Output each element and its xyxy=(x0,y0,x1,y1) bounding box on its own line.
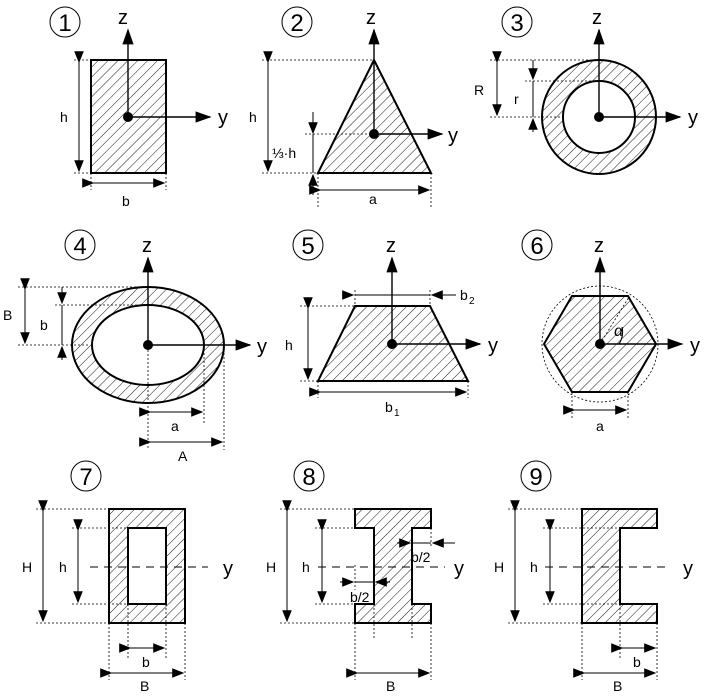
shape-number-circle xyxy=(49,6,81,38)
shape-number-circle xyxy=(64,229,96,261)
shape-number-circle xyxy=(501,6,533,38)
b1-label: b xyxy=(385,399,393,415)
z-axis-label: z xyxy=(366,7,376,29)
y-axis-label: y xyxy=(454,558,464,580)
R-label: R xyxy=(474,82,484,98)
B-label: B xyxy=(140,678,149,694)
i-section xyxy=(354,508,432,624)
h-label: h xyxy=(285,337,293,353)
b-label: b xyxy=(40,317,48,333)
shape-6-hexagon: 6 z y α a xyxy=(521,229,700,434)
h-label: h xyxy=(249,109,257,125)
h-label: h xyxy=(530,559,538,575)
shape-1-rectangle: 1 z y h b xyxy=(49,6,228,209)
z-axis-label: z xyxy=(118,7,128,29)
shape-2-triangle: 2 z y h ⅓·h a xyxy=(249,6,458,207)
shape-number: 7 xyxy=(79,464,92,491)
H-label: H xyxy=(494,559,504,575)
alpha-arc xyxy=(618,326,624,345)
shape-number: 9 xyxy=(529,464,542,491)
h-label: h xyxy=(60,109,68,125)
H-label: H xyxy=(266,559,276,575)
A-label: A xyxy=(178,448,188,464)
z-axis-label: z xyxy=(386,235,396,257)
shape-9-channel-section: 9 y H h b B xyxy=(494,460,693,694)
centroid xyxy=(369,129,379,139)
shape-number: 8 xyxy=(302,464,315,491)
shape-number-circle xyxy=(520,460,552,492)
y-axis-label: y xyxy=(683,558,693,580)
shape-8-i-section: 8 y H h b/2 b/2 B xyxy=(266,460,464,694)
shape-4-elliptical-ring: 4 z y B b a A xyxy=(3,229,267,464)
shape-number-circle xyxy=(281,6,313,38)
flange-b-half-label: b/2 xyxy=(411,549,431,565)
h-label: h xyxy=(59,559,67,575)
y-axis-label: y xyxy=(688,107,698,129)
shape-number-circle xyxy=(521,229,553,261)
shape-number: 4 xyxy=(73,233,86,260)
y-axis-label: y xyxy=(488,335,498,357)
shape-number: 1 xyxy=(58,10,71,37)
z-axis-label: z xyxy=(594,235,604,257)
shape-number-circle xyxy=(292,229,324,261)
centroid xyxy=(143,340,153,350)
y-axis-label: y xyxy=(448,125,458,147)
shape-7-hollow-rectangle: 7 y H h b B xyxy=(22,460,233,694)
b2-subscript: 2 xyxy=(469,296,475,307)
a-label: a xyxy=(171,418,179,434)
b-label: b xyxy=(142,654,150,670)
shape-3-ring: 3 z y R r xyxy=(474,6,698,175)
b-label: b xyxy=(633,654,641,670)
b-label: b xyxy=(122,193,130,209)
alpha-label: α xyxy=(614,323,624,340)
shape-number: 6 xyxy=(530,233,543,260)
shape-number: 2 xyxy=(290,10,303,37)
shape-number: 3 xyxy=(510,10,523,37)
H-label: H xyxy=(22,559,32,575)
shape-5-trapezoid: 5 z y h b 2 b 1 xyxy=(285,229,498,419)
B-label: B xyxy=(3,307,12,323)
y-axis-label: y xyxy=(257,336,267,358)
b1-subscript: 1 xyxy=(394,408,400,419)
y-axis-label: y xyxy=(218,107,228,129)
shape-number: 5 xyxy=(301,233,314,260)
channel-section xyxy=(581,508,658,624)
centroid xyxy=(594,112,604,122)
web-b-half-label: b/2 xyxy=(350,589,370,605)
a-label: a xyxy=(369,191,377,207)
b2-label: b xyxy=(460,287,468,303)
r-label: r xyxy=(514,91,519,107)
a-label: a xyxy=(596,418,604,434)
shape-number-circle xyxy=(293,460,325,492)
z-axis-label: z xyxy=(592,7,602,29)
hollow-rectangle-section xyxy=(108,508,186,624)
B-label: B xyxy=(613,678,622,694)
h-label: h xyxy=(302,559,310,575)
third-h-label: ⅓·h xyxy=(272,145,296,161)
B-label: B xyxy=(386,678,395,694)
centroid xyxy=(123,112,133,122)
z-axis-label: z xyxy=(142,235,152,257)
y-axis-label: y xyxy=(223,558,233,580)
y-axis-label: y xyxy=(690,335,700,357)
shape-number-circle xyxy=(70,460,102,492)
centroid xyxy=(387,339,397,349)
